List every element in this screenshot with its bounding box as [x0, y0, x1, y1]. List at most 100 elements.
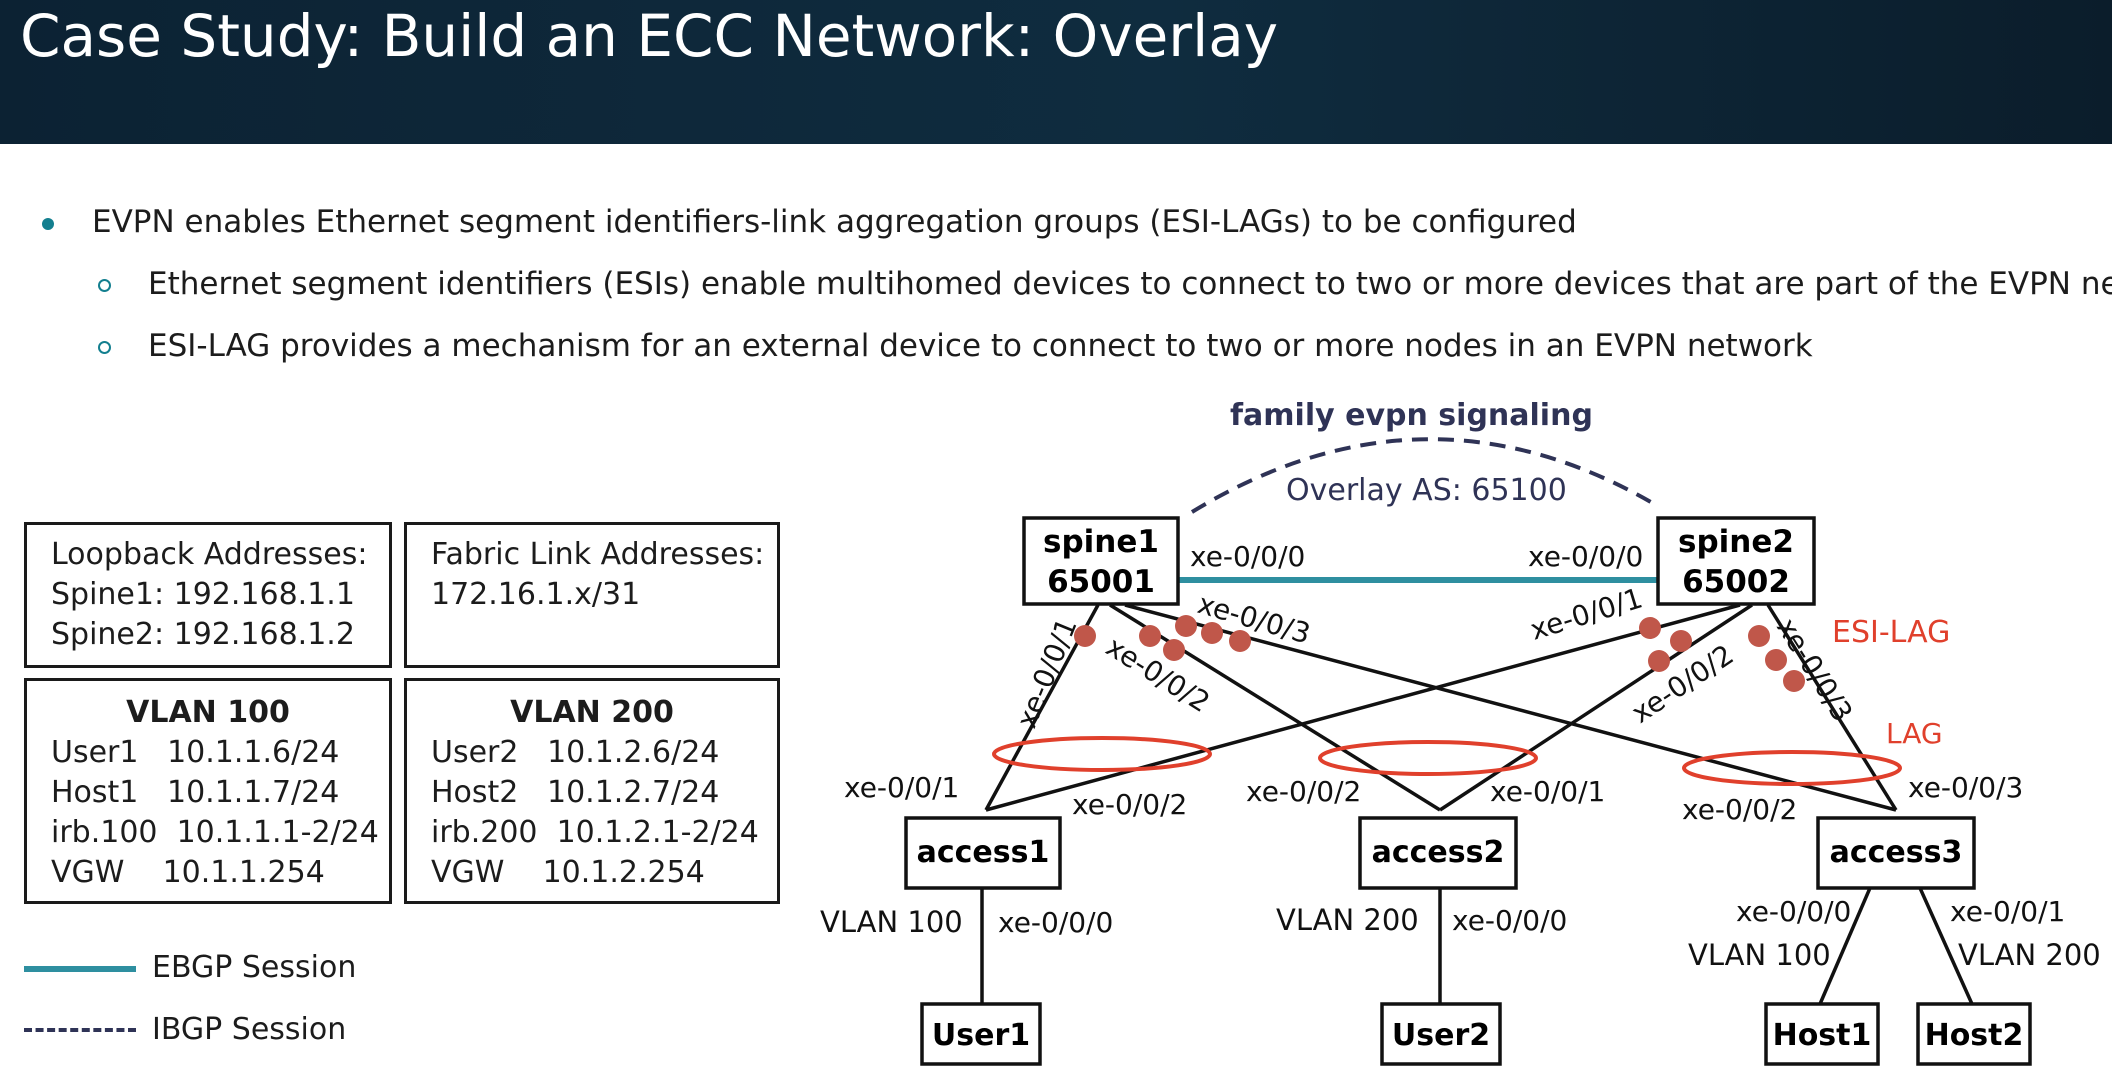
port-spine1-p1: xe-0/0/1 [1010, 613, 1084, 732]
signaling-label: family evpn signaling [1230, 398, 1593, 433]
link-access3-host1 [1818, 887, 1872, 1005]
ibgp-legend-line [24, 1028, 136, 1032]
ebgp-legend-text: EBGP Session [152, 950, 357, 985]
user2-box [1380, 1002, 1502, 1066]
port-access1-up1: xe-0/0/1 [844, 771, 959, 804]
bullet-main-text: EVPN enables Ethernet segment identifier… [92, 204, 1577, 240]
user1-name: User1 [932, 1018, 1030, 1053]
spine2-box [1656, 516, 1816, 606]
slide-title: Case Study: Build an ECC Network: Overla… [20, 2, 1279, 70]
bullet-ring-icon [98, 279, 111, 292]
esi-dot [1175, 615, 1197, 637]
vlan100-irb: irb.100 10.1.1.1-2/24 [51, 815, 379, 850]
bullet-sub-1-text: Ethernet segment identifiers (ESIs) enab… [148, 266, 2112, 302]
bullet-sub-1: Ethernet segment identifiers (ESIs) enab… [98, 261, 2112, 307]
lag-label: LAG [1886, 717, 1943, 750]
port-access2-up2: xe-0/0/2 [1246, 775, 1361, 808]
vlan-tag-access1: VLAN 100 [820, 905, 963, 939]
node-host1[interactable]: Host1 [1764, 1002, 1880, 1066]
host2-box [1916, 1002, 2032, 1066]
link-spine2-access3 [1766, 604, 1898, 811]
port-access3-down1: xe-0/0/1 [1950, 895, 2065, 928]
link-spine1-access2 [1109, 603, 1441, 812]
node-spine1[interactable]: spine1 65001 [1022, 516, 1180, 606]
node-host2[interactable]: Host2 [1916, 1002, 2032, 1066]
esi-dot [1074, 625, 1096, 647]
loopback-heading: Loopback Addresses: [51, 537, 368, 572]
esi-dot [1639, 617, 1661, 639]
port-access1-down: xe-0/0/0 [998, 906, 1113, 939]
vlan-tag-access2: VLAN 200 [1276, 903, 1419, 937]
node-access1[interactable]: access1 [904, 816, 1062, 890]
port-access3-up2: xe-0/0/2 [1682, 793, 1797, 826]
node-access2[interactable]: access2 [1358, 816, 1518, 890]
spine1-name: spine1 [1043, 524, 1159, 560]
esi-dot [1670, 630, 1692, 652]
access-downlinks [980, 887, 1974, 1005]
port-spine2-west: xe-0/0/0 [1528, 540, 1643, 573]
esi-dot [1783, 670, 1805, 692]
spine1-asn: 65001 [1047, 564, 1155, 600]
esi-dot [1765, 649, 1787, 671]
node-user2[interactable]: User2 [1380, 1002, 1502, 1066]
port-access2-down: xe-0/0/0 [1452, 904, 1567, 937]
loopback-spine2: Spine2: 192.168.1.2 [51, 617, 355, 652]
overlay-as-label: Overlay AS: 65100 [1286, 473, 1567, 508]
port-access3-down0: xe-0/0/0 [1736, 895, 1851, 928]
vlan200-box: VLAN 200 User2 10.1.2.6/24 Host2 10.1.2.… [404, 678, 780, 904]
fabric-links [984, 603, 1898, 812]
ibgp-session-arc [1190, 437, 1658, 514]
host2-name: Host2 [1925, 1018, 2024, 1053]
bullet-sub-2: ESI-LAG provides a mechanism for an exte… [98, 323, 1813, 369]
vlan100-vgw: VGW 10.1.1.254 [51, 855, 325, 890]
port-access1-up2: xe-0/0/2 [1072, 788, 1187, 821]
vlan100-title: VLAN 100 [126, 695, 290, 730]
access1-name: access1 [917, 835, 1050, 870]
esi-dot [1229, 630, 1251, 652]
vlan200-title: VLAN 200 [510, 695, 674, 730]
link-access3-host2 [1918, 887, 1974, 1005]
access3-name: access3 [1830, 835, 1963, 870]
esi-dot [1139, 625, 1161, 647]
spine2-asn: 65002 [1682, 564, 1790, 600]
lag-ring-access3 [1682, 750, 1902, 786]
vlan100-user1: User1 10.1.1.6/24 [51, 735, 340, 770]
fabric-heading: Fabric Link Addresses: [431, 537, 765, 572]
bullet-sub-2-text: ESI-LAG provides a mechanism for an exte… [148, 328, 1813, 364]
access2-name: access2 [1372, 835, 1505, 870]
ebgp-legend-line [24, 966, 136, 972]
fabric-box: Fabric Link Addresses: 172.16.1.x/31 [404, 522, 780, 668]
title-bar: Case Study: Build an ECC Network: Overla… [0, 0, 2112, 144]
user1-box [920, 1002, 1042, 1066]
node-user1[interactable]: User1 [920, 1002, 1042, 1066]
esi-dots [1074, 615, 1805, 692]
access3-box [1816, 816, 1976, 890]
host1-name: Host1 [1773, 1018, 1872, 1053]
node-spine2[interactable]: spine2 65002 [1656, 516, 1816, 606]
vlan-tag-host2: VLAN 200 [1958, 938, 2101, 972]
vlan-tags: VLAN 100 VLAN 200 VLAN 100 VLAN 200 [820, 903, 2101, 972]
node-access3[interactable]: access3 [1816, 816, 1976, 890]
port-spine1-east: xe-0/0/0 [1190, 540, 1305, 573]
host1-box [1764, 1002, 1880, 1066]
esi-dot [1648, 650, 1670, 672]
vlan-tag-host1: VLAN 100 [1688, 938, 1831, 972]
access1-box [904, 816, 1062, 890]
lag-ring-access2 [1318, 740, 1538, 776]
bullet-dot-icon [42, 218, 54, 230]
port-access3-up3: xe-0/0/3 [1908, 771, 2023, 804]
spine2-name: spine2 [1678, 524, 1794, 560]
esi-dot [1748, 625, 1770, 647]
port-access2-up1: xe-0/0/1 [1490, 775, 1605, 808]
vlan100-host1: Host1 10.1.1.7/24 [51, 775, 340, 810]
bullet-ring-icon [98, 341, 111, 354]
vlan200-user2: User2 10.1.2.6/24 [431, 735, 720, 770]
link-spine2-access1 [985, 603, 1741, 812]
vlan200-irb: irb.200 10.1.2.1-2/24 [431, 815, 759, 850]
link-spine1-access3 [1124, 603, 1897, 812]
spine1-box [1022, 516, 1180, 606]
lag-rings [992, 736, 1902, 786]
vlan200-host2: Host2 10.1.2.7/24 [431, 775, 720, 810]
loopback-box: Loopback Addresses: Spine1: 192.168.1.1 … [24, 522, 392, 668]
